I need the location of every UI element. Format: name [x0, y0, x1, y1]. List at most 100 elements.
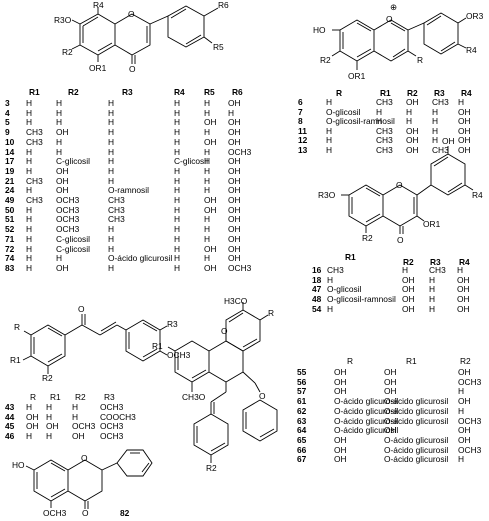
s1-r3o: R3O [54, 15, 72, 25]
t1-cell: H [174, 224, 181, 235]
t4-cell: H [46, 431, 53, 442]
t2-h-r4: R4 [461, 88, 472, 98]
t4-cell: H [72, 411, 79, 422]
t4-cell: OH [26, 411, 39, 422]
t5-cell: OCH3 [458, 376, 482, 387]
t1-cell: OCH3 [228, 262, 252, 273]
t1-row-id: 83 [5, 262, 15, 273]
t2-cell: H [406, 106, 413, 117]
s1-o-ring: O [128, 9, 135, 19]
t1-cell: OCH3 [56, 204, 80, 215]
t1-cell: H [204, 224, 211, 235]
t1-cell: H [108, 117, 115, 128]
t5-cell: OH [458, 396, 471, 407]
t2-cell: OH [458, 106, 471, 117]
t4-cell: H [26, 431, 33, 442]
t1-row-id: 5 [5, 117, 10, 128]
t3-row-id: 18 [312, 274, 322, 285]
t5-cell: OH [458, 434, 471, 445]
t4-cell: OCH3 [72, 421, 96, 432]
t5-cell: OH [334, 386, 347, 397]
t5-cell: OH [384, 386, 397, 397]
t4-h-r1: R1 [50, 392, 61, 402]
t1-cell: OH [56, 185, 69, 196]
t2-cell: H [376, 106, 383, 117]
t1-cell: H [26, 224, 33, 235]
s2-r4: R4 [466, 45, 477, 55]
t5-row-id: 63 [297, 415, 307, 426]
t4-cell: OH [26, 421, 39, 432]
t3-cell: H [429, 303, 436, 314]
s2-or1: OR1 [348, 71, 366, 81]
s2-r2: R2 [320, 55, 331, 65]
t4-cell: OCH3 [100, 431, 124, 442]
t1-cell: H [174, 165, 181, 176]
s6-o-carbonyl: O [82, 508, 89, 518]
s4-r3: R3 [167, 319, 178, 329]
s5-h3co: H3CO [224, 296, 248, 306]
t3-row-id: 16 [312, 265, 322, 275]
t5-row-id: 57 [297, 386, 307, 397]
t1-cell: H [174, 146, 181, 157]
t1-cell: OCH3 [56, 224, 80, 235]
t1-cell: OH [228, 195, 241, 205]
t5-cell: O-ácido glicurosil [384, 396, 449, 407]
t3-h-r2: R2 [403, 257, 414, 267]
t1-cell: H [56, 107, 63, 118]
t1-row-id: 14 [5, 146, 15, 157]
t1-cell: H [56, 117, 63, 128]
t1-cell: H [26, 107, 33, 118]
t5-cell: O-ácido glicurosil [384, 405, 449, 416]
t2-row-id: 8 [298, 116, 303, 126]
t1-cell: H [174, 98, 181, 108]
t1-cell: C-glicosil [56, 243, 90, 254]
t1-cell: OH [228, 98, 241, 108]
t5-row-id: 67 [297, 454, 307, 465]
t1-row-id: 51 [5, 214, 15, 225]
t3-row-id: 54 [312, 303, 322, 314]
t2-row-id: 13 [298, 144, 308, 155]
t5-cell: OH [458, 425, 471, 436]
t3-cell: H [327, 303, 334, 314]
t1-row-id: 50 [5, 204, 15, 215]
t2-cell: H [326, 135, 333, 145]
s5-r2: R2 [206, 463, 217, 473]
t1-cell: CH3 [108, 214, 125, 225]
t5-cell: O-ácido glicurosil [384, 434, 449, 445]
t3-h-r4: R4 [459, 257, 470, 267]
s1-o-carbonyl: O [129, 64, 136, 74]
t5-cell: OH [334, 376, 347, 387]
t1-cell: H [174, 127, 181, 138]
t1-h-r4: R4 [174, 87, 185, 97]
s5-o-lower: O [259, 391, 266, 401]
t1-cell: H [204, 165, 211, 176]
t5-row-id: 66 [297, 444, 307, 455]
t1-cell: H [174, 117, 181, 128]
t2-row-id: 6 [298, 97, 303, 107]
t2-cell: CH3 [376, 125, 393, 136]
t5-cell: OCH3 [458, 415, 482, 426]
s3-r2: R2 [362, 233, 373, 243]
t5-cell: OH [334, 454, 347, 465]
t2-cell: H [432, 125, 439, 136]
t1-cell: H [174, 204, 181, 215]
t1-cell: H [26, 165, 33, 176]
t1-cell: CH3 [108, 204, 125, 215]
t1-cell: OH [204, 117, 217, 128]
t5-cell: OH [334, 444, 347, 455]
t1-cell: H [56, 253, 63, 264]
t2-cell: H [432, 106, 439, 117]
t4-row-id: 46 [5, 431, 15, 442]
t1-row-id: 4 [5, 107, 10, 118]
t3-cell: H [429, 294, 436, 305]
t1-cell: H [204, 185, 211, 196]
s3-r4: R4 [472, 190, 483, 200]
t1-cell: H [174, 195, 181, 205]
s2-or3: OR3 [466, 11, 484, 21]
t1-cell: O-ácido glicurosil [108, 253, 173, 264]
t1-cell: OH [228, 233, 241, 244]
t1-cell: C-glicosil [174, 156, 208, 167]
t1-row-id: 72 [5, 243, 15, 254]
